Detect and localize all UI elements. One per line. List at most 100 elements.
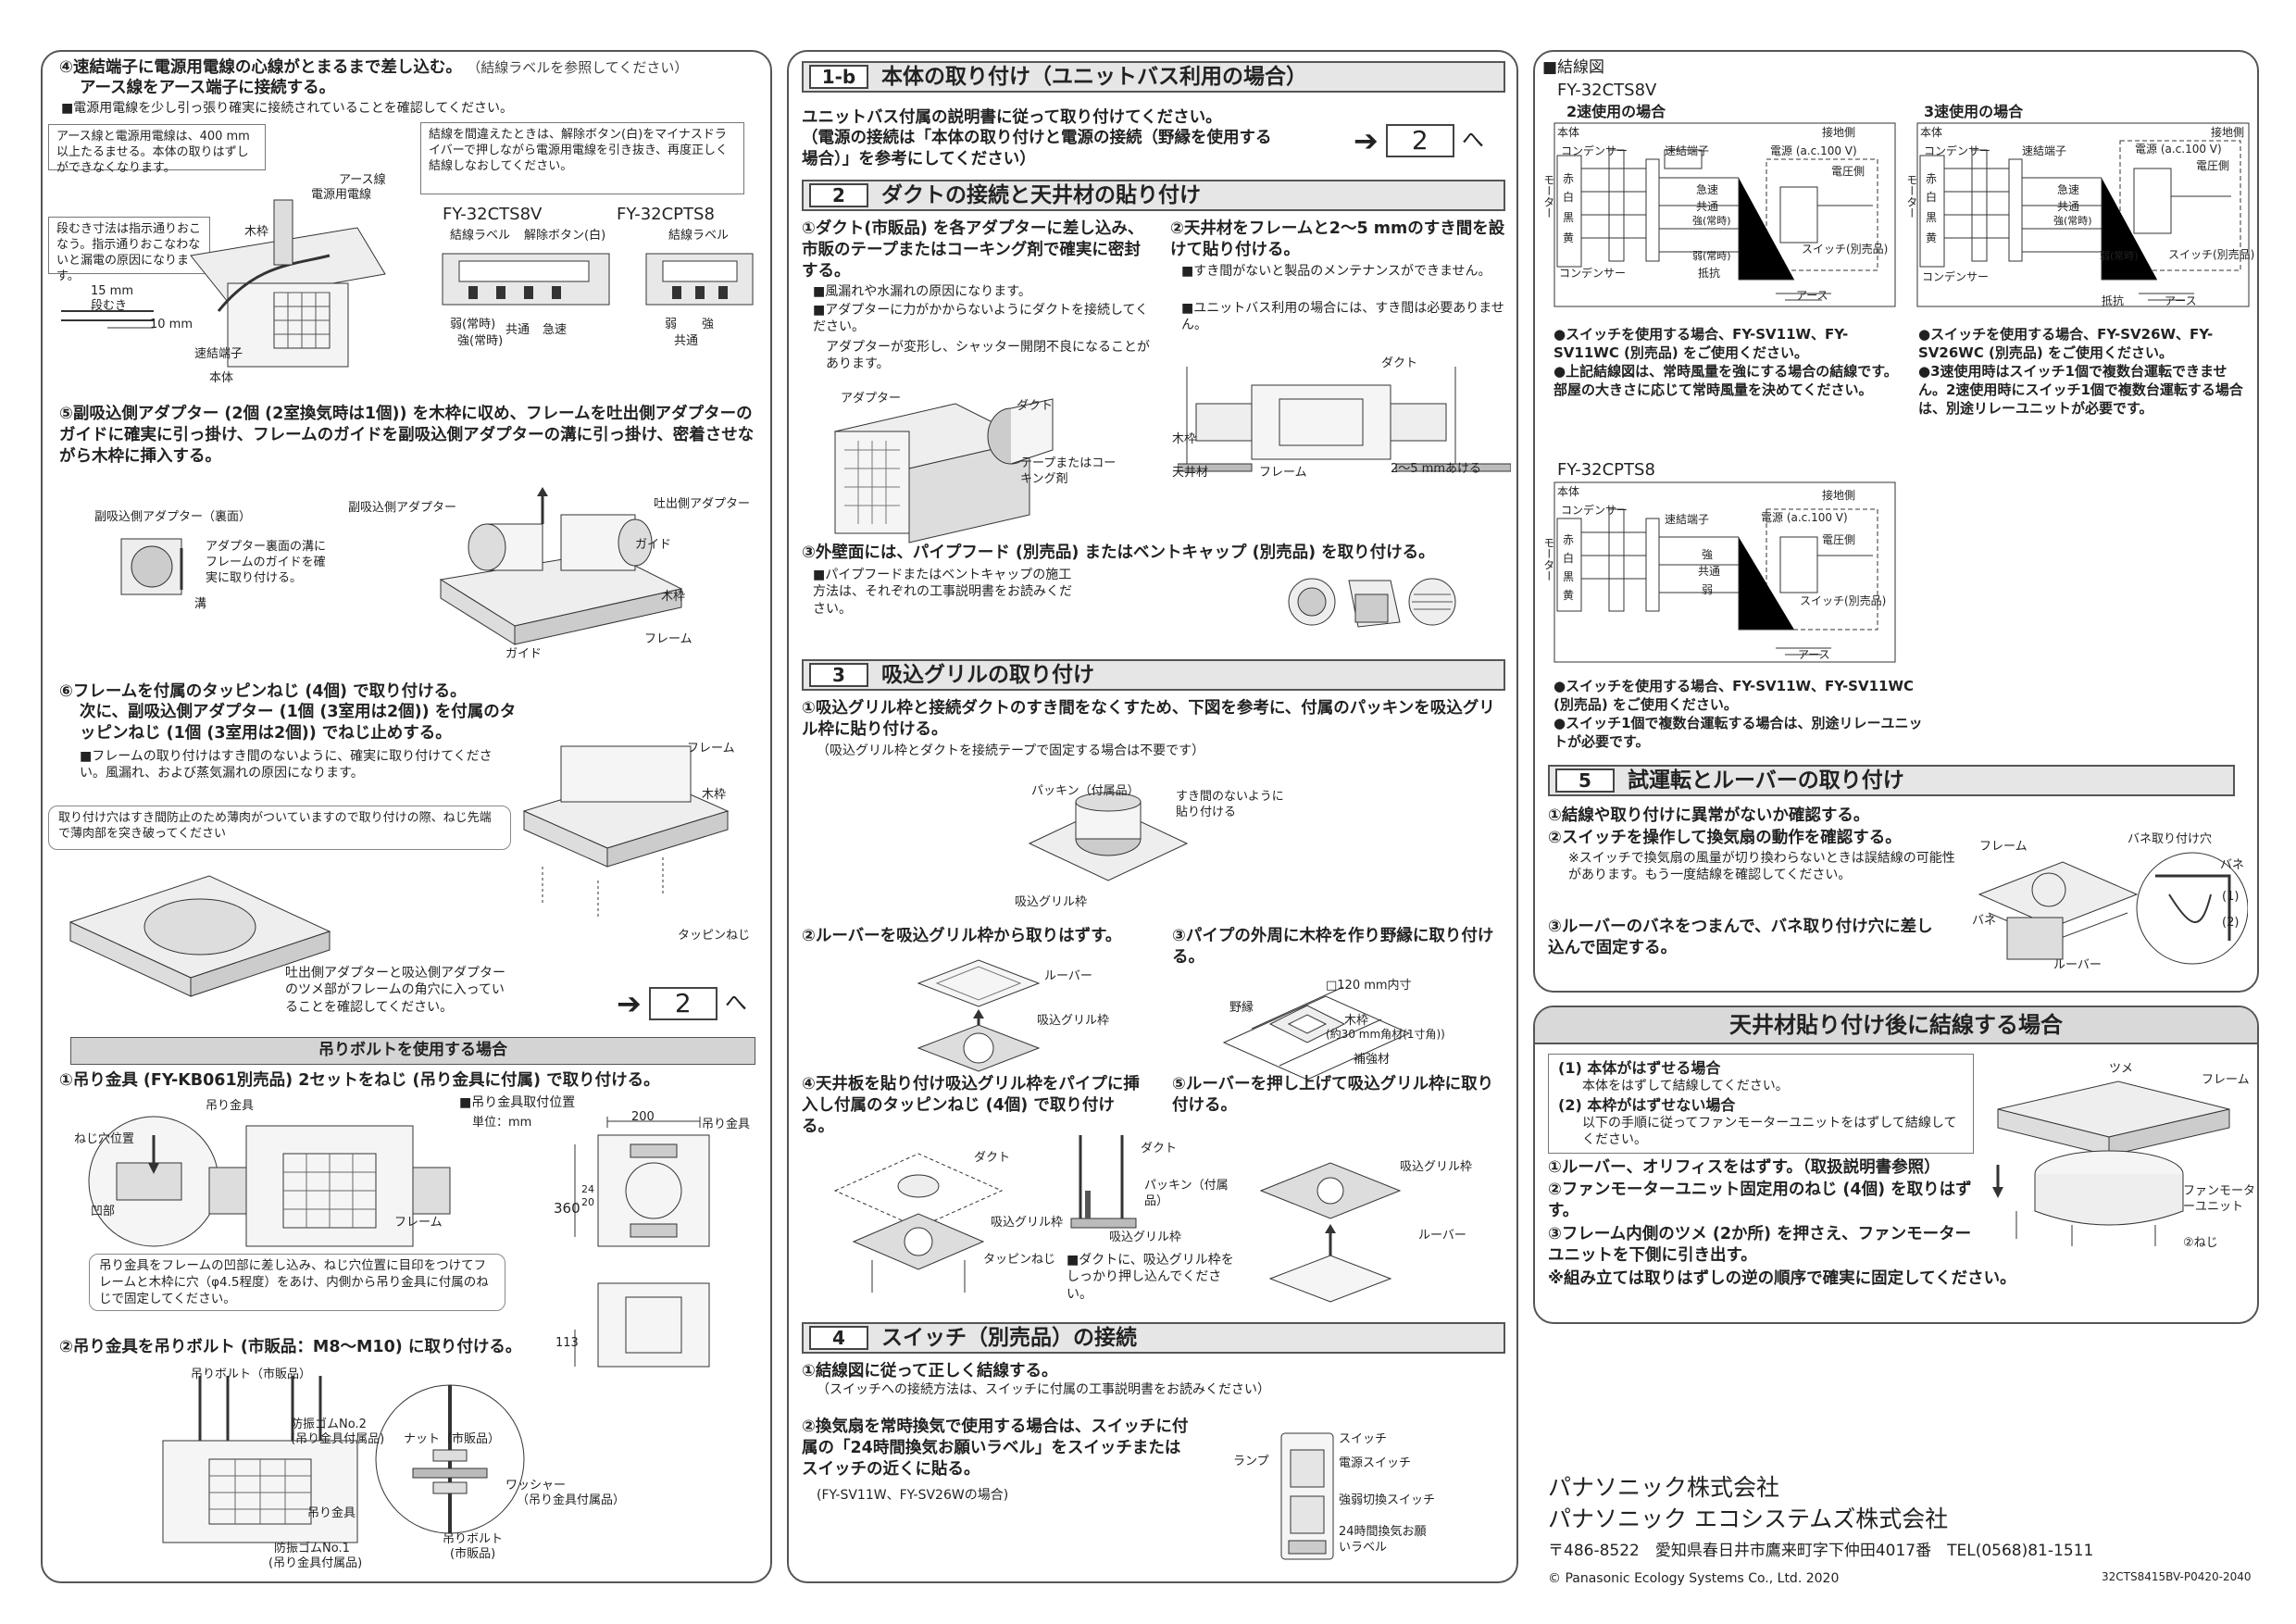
- label-packing-2: パッキン（付属品）: [1144, 1179, 1229, 1209]
- section-3-step4: ④天井板を貼り付け吸込グリル枠をパイプに挿入し付属のタッピンねじ (4個) で取…: [802, 1075, 1140, 1137]
- dimension-113: 113: [555, 1336, 579, 1350]
- section-4-step1: ①結線図に従って正しく結線する。: [802, 1362, 1058, 1380]
- label-louver: ルーバー: [2053, 958, 2102, 972]
- label-24h-label: 24時間換気お願いラベル: [1339, 1525, 1427, 1555]
- section-3-step1-note: （吸込グリル枠とダクトを接続テープで固定する場合は不要です）: [817, 743, 1205, 758]
- right-arrow-icon: ➔: [617, 986, 642, 1021]
- w2-condenser-2: コンデンサー: [1559, 267, 1627, 280]
- label-outlet-adapter: 吐出側アダプター: [654, 497, 751, 511]
- w3-earth-side: 接地側: [2211, 126, 2245, 139]
- label-earth-wire: アース線: [339, 173, 386, 187]
- label-adapter: アダプター: [841, 392, 902, 406]
- after-ceiling-title: 天井材貼り付け後に結線する場合: [1535, 1007, 2257, 1044]
- dimension-24: 24: [581, 1183, 594, 1195]
- label-sub-adapter-note: アダプター裏面の溝にフレームのガイドを確実に取り付ける。: [206, 540, 327, 586]
- section-1b-text2: （電源の接続は「本体の取り付けと電源の接続（野縁を使用する場合）」を参考にしてく…: [802, 129, 1272, 169]
- section-2-title: ダクトの接続と天井材の貼り付け: [881, 182, 1201, 207]
- w3-condenser: コンデンサー: [1924, 144, 1991, 157]
- after-step1: ①ルーバー、オリフィスをはずす。（取扱説明書参照）: [1548, 1158, 1940, 1177]
- wc-earth-side: 接地側: [1822, 489, 1856, 502]
- w2-earth-side: 接地側: [1822, 126, 1856, 139]
- label-release-button: 解除ボタン(白): [524, 229, 606, 243]
- w3-black: 黒: [1926, 211, 1938, 224]
- after-box-case2-note: 以下の手順に従ってファンモーターユニットをはずして結線してください。: [1582, 1115, 1957, 1148]
- after-step4: ※組み立ては取りはずしの逆の順序で確実に固定してください。: [1548, 1269, 2016, 1288]
- copyright: © Panasonic Ecology Systems Co., Ltd. 20…: [1548, 1571, 1840, 1586]
- after-box-case1: (1) 本体がはずせる場合: [1558, 1059, 1721, 1077]
- hanger-unit: 単位：mm: [472, 1116, 532, 1130]
- section-4-step2-note: (FY-SV11W、FY-SV26Wの場合): [817, 1488, 1009, 1503]
- step4-line1: ④速結端子に電源用電線の心線がとまるまで差し込む。: [59, 58, 462, 77]
- label-120mm: □120 mm内寸: [1326, 979, 1412, 993]
- wc-switch: スイッチ(別売品): [1800, 594, 1887, 607]
- bolt-step1: ①吊り金具 (FY-KB061別売品) 2セットをねじ (吊り金具に付属) で取…: [59, 1071, 660, 1090]
- w3-strong-normal: 強(常時): [2053, 215, 2092, 227]
- label-common-2: 共通: [674, 334, 699, 348]
- louver-attach-figure: [1252, 1154, 1409, 1311]
- wc-black: 黒: [1563, 570, 1575, 583]
- wc-strong: 強: [1702, 548, 1714, 561]
- wc-earth: アース: [1798, 648, 1830, 661]
- dimension-200: 200: [631, 1110, 655, 1124]
- step6-check-note: 吐出側アダプターと吸込側アダプターのツメ部がフレームの角穴に入っていることを確認…: [285, 966, 505, 1015]
- wiring-title: ■結線図: [1542, 58, 1605, 77]
- label-common: 共通: [505, 323, 530, 337]
- w2-body: 本体: [1557, 126, 1580, 139]
- label-sub-adapter-back: 副吸込側アダプター（裏面）: [94, 510, 252, 524]
- w3-quick-terminal: 速結端子: [2022, 144, 2067, 157]
- right-arrow-icon: ➔: [1354, 123, 1379, 158]
- w3-power: 電源 (a.c.100 V): [2135, 143, 2222, 156]
- w3-rapid: 急速: [2057, 183, 2080, 196]
- section-1b-number: 1-b: [809, 65, 868, 89]
- goto-step2-middle: ➔ 2 へ: [1354, 124, 1484, 157]
- w2-quick-terminal: 速結端子: [1665, 144, 1710, 157]
- step6-line1: ⑥フレームを付属のタッピンねじ (4個) で取り付ける。: [59, 682, 467, 701]
- w3-white: 白: [1926, 191, 1938, 204]
- louver-remove-figure: [909, 956, 1048, 1076]
- label-guide: ガイド: [635, 538, 672, 552]
- note-3speed-2: ●3速使用時はスイッチ1個で複数台運転できません。2速使用時にスイッチ1個で複数…: [1918, 363, 2243, 417]
- section-3-step3: ③パイプの外周に木枠を作り野縁に取り付ける。: [1172, 927, 1494, 968]
- label-washer: ワッシャー: [505, 1479, 567, 1493]
- model-fy-32cts8v: FY-32CTS8V: [443, 205, 543, 224]
- label-grill-frame: 吸込グリル枠: [1015, 895, 1088, 909]
- label-no-gap: すき間のないように貼り付ける: [1176, 790, 1284, 820]
- label-duct-4: ダクト: [1141, 1142, 1178, 1156]
- after-box-case1-note: 本体をはずして結線してください。: [1582, 1079, 1789, 1094]
- right-top-panel: ■結線図 FY-32CTS8V 2速使用の場合 3速使用の場合 本体 コンデンサ…: [1533, 50, 2259, 993]
- wc-motor: モーター: [1541, 537, 1555, 581]
- label-wood-frame-2: 木枠: [661, 590, 686, 604]
- label-wood-frame: 木枠: [1172, 432, 1197, 446]
- w3-motor: モーター: [1904, 174, 1918, 219]
- label-frame: フレーム: [644, 632, 693, 646]
- after-step2: ②ファンモーターユニット固定用のねじ (4個) を取りはずす。: [1548, 1181, 1972, 1221]
- label-spring: バネ: [2220, 858, 2245, 872]
- w2-resistor: 抵抗: [1698, 267, 1721, 280]
- label-duct-3: ダクト: [974, 1151, 1011, 1165]
- section-3-title: 吸込グリルの取り付け: [881, 662, 1094, 687]
- w2-power: 電源 (a.c.100 V): [1770, 144, 1857, 157]
- section-4-bar: 4 スイッチ（別売品）の接続: [802, 1322, 1505, 1354]
- label-body: 本体: [209, 371, 234, 385]
- hanger-instruction-box: 吊り金具をフレームの凹部に差し込み、ねじ穴位置に目印をつけてフレームと木枠に穴（…: [89, 1254, 505, 1311]
- w3-resistor: 抵抗: [2102, 294, 2125, 307]
- section-4-step1-note: （スイッチへの接続方法は、スイッチに付属の工事説明書をお読みください）: [817, 1382, 1270, 1397]
- step4-line2: アース線をアース端子に接続する。: [80, 79, 336, 97]
- fan-motor-figure: [1979, 1063, 2248, 1248]
- company-panasonic: パナソニック株式会社: [1548, 1474, 1780, 1501]
- section-1b-bar: 1-b 本体の取り付け（ユニットバス利用の場合）: [802, 61, 1505, 93]
- after-ceiling-box: (1) 本体がはずせる場合 本体をはずして結線してください。 (2) 本枠がはず…: [1548, 1054, 1974, 1154]
- terminal-label-figure: [441, 244, 755, 319]
- label-wood-frame-2: 木枠: [1344, 1014, 1369, 1028]
- label-lamp: ランプ: [1233, 1455, 1269, 1468]
- label-reinforcement: 補強材: [1354, 1053, 1391, 1067]
- w2-black: 黒: [1563, 211, 1575, 224]
- label-power-wire: 電源用電線: [311, 188, 372, 202]
- hanging-bolt-bar: 吊りボルトを使用する場合: [70, 1037, 755, 1065]
- section-5-step2: ②スイッチを操作して換気扇の動作を確認する。: [1548, 829, 1902, 847]
- label-frame-2: フレーム: [2202, 1073, 2250, 1087]
- w2-motor: モーター: [1541, 174, 1555, 219]
- after-box-case2: (2) 本枠がはずせない場合: [1558, 1095, 1736, 1114]
- wire-connection-figure: [52, 172, 413, 385]
- w3-yellow: 黄: [1926, 231, 1938, 244]
